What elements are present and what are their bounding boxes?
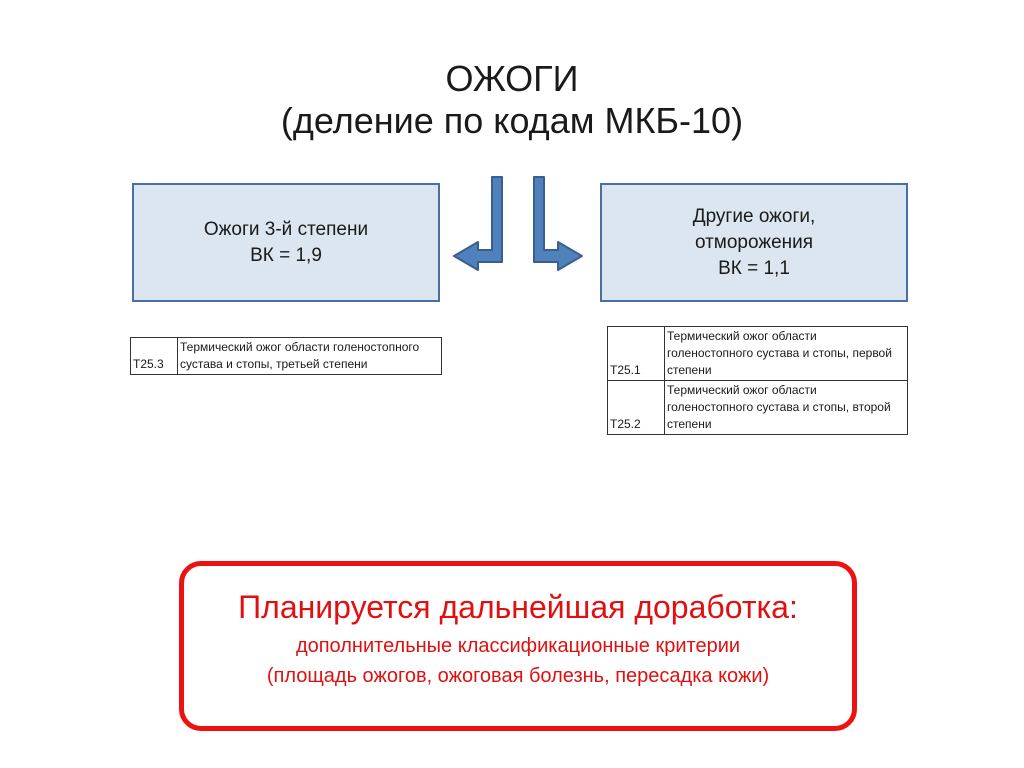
- table-row: T25.3 Термический ожог области голеносто…: [130, 337, 442, 375]
- description-cell: Термический ожог области голеностопного …: [664, 380, 908, 435]
- left-arrow-shape: [453, 176, 503, 271]
- note-line-2: (площадь ожогов, ожоговая болезнь, перес…: [266, 665, 770, 687]
- third-degree-burns-box: Ожоги 3-й степени ВК = 1,9: [132, 183, 440, 302]
- code-cell: T25.2: [607, 380, 665, 435]
- title-line-2: (деление по кодам МКБ-10): [280, 100, 744, 141]
- note-title: Планируется дальнейшая доработка:: [238, 589, 798, 625]
- left-box-line-2: ВК = 1,9: [250, 244, 322, 266]
- right-box-line-3: ВК = 1,1: [718, 257, 790, 279]
- code-cell: T25.1: [607, 326, 665, 381]
- right-codes-table: T25.1 Термический ожог области голеносто…: [607, 326, 908, 435]
- right-box-line-1: Другие ожоги,: [692, 205, 816, 227]
- title-line-1: ОЖОГИ: [445, 58, 579, 99]
- right-arrow-shape: [533, 176, 583, 271]
- description-cell: Термический ожог области голеностопного …: [177, 337, 442, 375]
- code-cell: T25.3: [130, 337, 178, 375]
- split-arrows: [453, 176, 583, 271]
- slide-title: ОЖОГИ (деление по кодам МКБ-10): [0, 58, 1024, 142]
- table-row: T25.1 Термический ожог области голеносто…: [607, 326, 908, 381]
- left-codes-table: T25.3 Термический ожог области голеносто…: [130, 337, 442, 375]
- description-cell: Термический ожог области голеностопного …: [664, 326, 908, 381]
- left-box-line-1: Ожоги 3-й степени: [203, 218, 369, 240]
- other-burns-box: Другие ожоги, отморожения ВК = 1,1: [600, 183, 908, 302]
- future-work-note: Планируется дальнейшая доработка: дополн…: [179, 561, 857, 731]
- note-line-1: дополнительные классификационные критери…: [295, 635, 741, 657]
- table-row: T25.2 Термический ожог области голеносто…: [607, 380, 908, 435]
- right-box-line-2: отморожения: [694, 231, 814, 253]
